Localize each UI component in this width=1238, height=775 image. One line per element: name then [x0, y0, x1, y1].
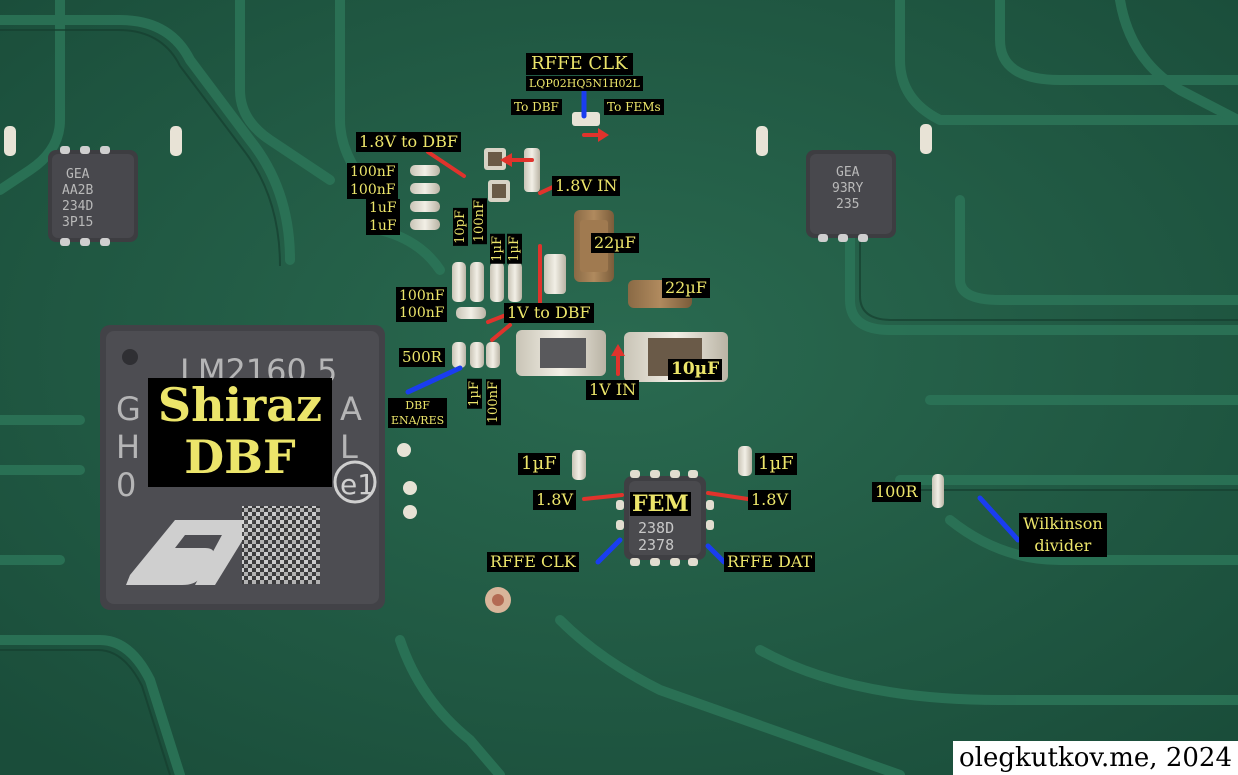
dbf-ena-res-label: DBF ENA/RES: [388, 398, 448, 428]
dbf-ena-line1: DBF: [405, 399, 430, 412]
credit-watermark: olegkutkov.me, 2024: [953, 741, 1238, 775]
fem-cap-1uf-left: 1µF: [518, 453, 560, 475]
cap-100nf-4: 100nF: [396, 304, 448, 322]
cap-1uf-vertical-3: 1µF: [467, 379, 482, 409]
left-small-chip: GEA AA2B 234D 3P15: [48, 146, 138, 246]
wilkinson-line2: divider: [1034, 536, 1092, 555]
datamatrix-code: [242, 506, 320, 584]
fem-18v-right: 1.8V: [748, 490, 791, 510]
main-chip-line1: Shiraz: [157, 378, 323, 432]
rffe-clk-part-number: LQP02HQ5N1H02L: [526, 76, 643, 91]
svg-text:L: L: [340, 428, 358, 466]
fem-cap-1uf-right: 1µF: [755, 453, 797, 475]
svg-text:235: 235: [836, 197, 859, 212]
left-chip-marking-3: 234D: [62, 199, 93, 214]
svg-text:238D: 238D: [638, 519, 674, 537]
cap-10uf: 10µF: [668, 359, 723, 380]
dbf-ena-line2: ENA/RES: [391, 414, 445, 427]
right-small-chip: GEA 93RY 235: [806, 150, 896, 242]
v18-in-label: 1.8V IN: [552, 176, 621, 196]
blue-indicators: [405, 89, 1021, 565]
svg-text:93RY: 93RY: [832, 181, 863, 196]
cap-100nf-1: 100nF: [347, 163, 399, 181]
left-chip-marking-2: AA2B: [62, 183, 93, 198]
cap-22uf-1: 22µF: [591, 233, 639, 253]
fem-chip: 238D 2378: [616, 470, 714, 566]
cap-10pf-vertical: 10pF: [453, 208, 468, 246]
pcb-trace-edges: [0, 29, 1238, 775]
cap-1uf-vertical-2: 1µF: [507, 234, 522, 264]
left-chip-marking-4: 3P15: [62, 215, 93, 230]
v1-in-label: 1V IN: [586, 380, 640, 400]
to-fems-label: To FEMs: [604, 99, 664, 115]
res-500r: 500R: [399, 348, 445, 367]
decap-column-left: [410, 165, 522, 368]
cap-1uf-vertical-1: 1µF: [490, 234, 505, 264]
svg-text:A: A: [340, 390, 362, 428]
v18-to-dbf-label: 1.8V to DBF: [356, 132, 461, 152]
cap-22uf-2: 22µF: [662, 278, 710, 298]
svg-text:H: H: [116, 428, 140, 466]
v1-to-dbf-label: 1V to DBF: [504, 303, 594, 323]
fem-caps: [572, 446, 944, 508]
cap-100nf-2: 100nF: [347, 181, 399, 199]
svg-text:e1: e1: [340, 468, 375, 501]
cap-1uf-1: 1uF: [366, 199, 400, 217]
fem-rffe-dat-label: RFFE DAT: [724, 552, 816, 572]
cap-100nf-vertical: 100nF: [472, 198, 487, 245]
main-chip-line2: DBF: [184, 429, 296, 484]
red-indicators: [426, 128, 750, 501]
test-points: [397, 443, 511, 613]
cap-100nf-3: 100nF: [396, 287, 448, 305]
svg-text:2378: 2378: [638, 536, 674, 554]
cap-1uf-2: 1uF: [366, 217, 400, 235]
wilkinson-line1: Wilkinson: [1023, 514, 1103, 533]
fem-18v-left: 1.8V: [533, 490, 576, 510]
power-components: [484, 112, 728, 382]
res-100r: 100R: [872, 482, 921, 502]
fem-chip-label: FEM: [630, 491, 691, 517]
svg-text:GEA: GEA: [836, 165, 860, 180]
wilkinson-divider-label: Wilkinson divider: [1019, 513, 1107, 557]
svg-text:G: G: [116, 390, 141, 428]
st-logo: [126, 520, 255, 585]
to-dbf-label: To DBF: [511, 99, 562, 115]
svg-text:0: 0: [116, 466, 136, 504]
main-chip-label: Shiraz DBF: [148, 378, 332, 488]
top-pads: [4, 124, 932, 156]
fem-rffe-clk-label: RFFE CLK: [487, 552, 579, 572]
left-chip-marking-1: GEA: [66, 167, 90, 182]
cap-100nf-vertical-2: 100nF: [486, 379, 501, 426]
rffe-clk-title: RFFE CLK: [526, 53, 633, 75]
